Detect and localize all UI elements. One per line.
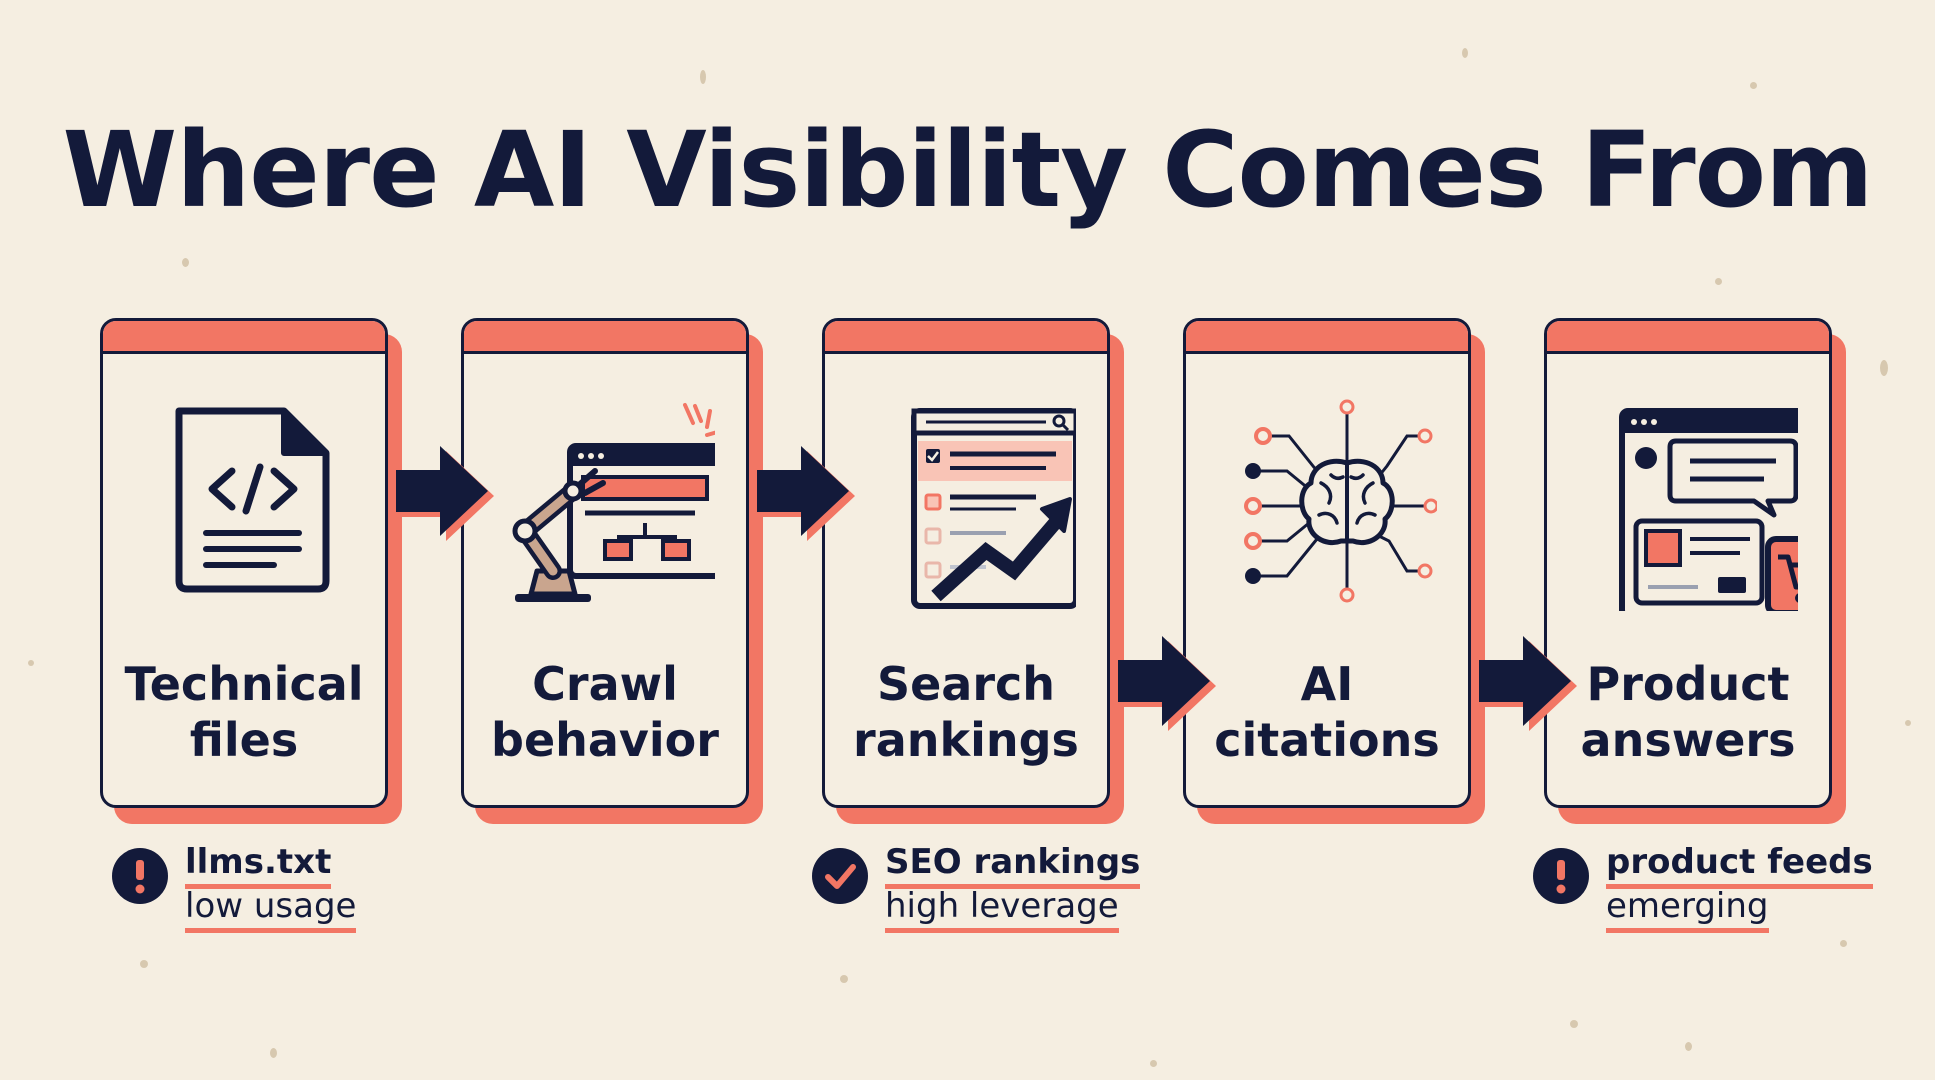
note-status: high leverage: [885, 886, 1119, 933]
checkmark-icon: [812, 848, 868, 904]
card-label: Product answers: [1580, 657, 1796, 767]
card-product-answers: Product answers: [1544, 318, 1846, 824]
card-label: Crawl behavior: [491, 657, 719, 767]
card-label: Technical files: [124, 657, 364, 767]
exclamation-icon: [112, 848, 168, 904]
card-crawl-behavior: Crawl behavior: [461, 318, 763, 824]
card-header-band: [464, 321, 746, 354]
note-title: SEO rankings: [885, 842, 1141, 889]
card-label: AI citations: [1214, 657, 1440, 767]
card-ai-citations: AI citations: [1183, 318, 1485, 824]
note-title: product feeds: [1606, 842, 1873, 889]
exclamation-icon: [1533, 848, 1589, 904]
card-header-band: [1547, 321, 1829, 354]
robot-arm-browser-icon: [512, 403, 715, 602]
card-header-band: [825, 321, 1107, 354]
card-technical-files: Technical files: [100, 318, 402, 824]
search-results-trend-icon: [911, 408, 1076, 609]
arrow-right-icon: [1479, 636, 1577, 731]
card-face: Product answers: [1544, 318, 1832, 808]
card-face: Crawl behavior: [461, 318, 749, 808]
brain-network-icon: [1244, 399, 1437, 603]
card-label: Search rankings: [853, 657, 1079, 767]
note-title: llms.txt: [185, 842, 332, 889]
card-face: Search rankings: [822, 318, 1110, 808]
card-face: AI citations: [1183, 318, 1471, 808]
code-file-icon: [175, 407, 330, 593]
arrow-right-icon: [1118, 636, 1216, 731]
arrow-right-icon: [757, 446, 855, 541]
note-status: low usage: [185, 886, 357, 933]
shopping-chat-icon: [1619, 408, 1798, 611]
page-title: Where AI Visibility Comes From: [62, 109, 1874, 231]
card-header-band: [1186, 321, 1468, 354]
card-header-band: [103, 321, 385, 354]
card-search-rankings: Search rankings: [822, 318, 1124, 824]
note-status: emerging: [1606, 886, 1769, 933]
card-face: Technical files: [100, 318, 388, 808]
arrow-right-icon: [396, 446, 494, 541]
